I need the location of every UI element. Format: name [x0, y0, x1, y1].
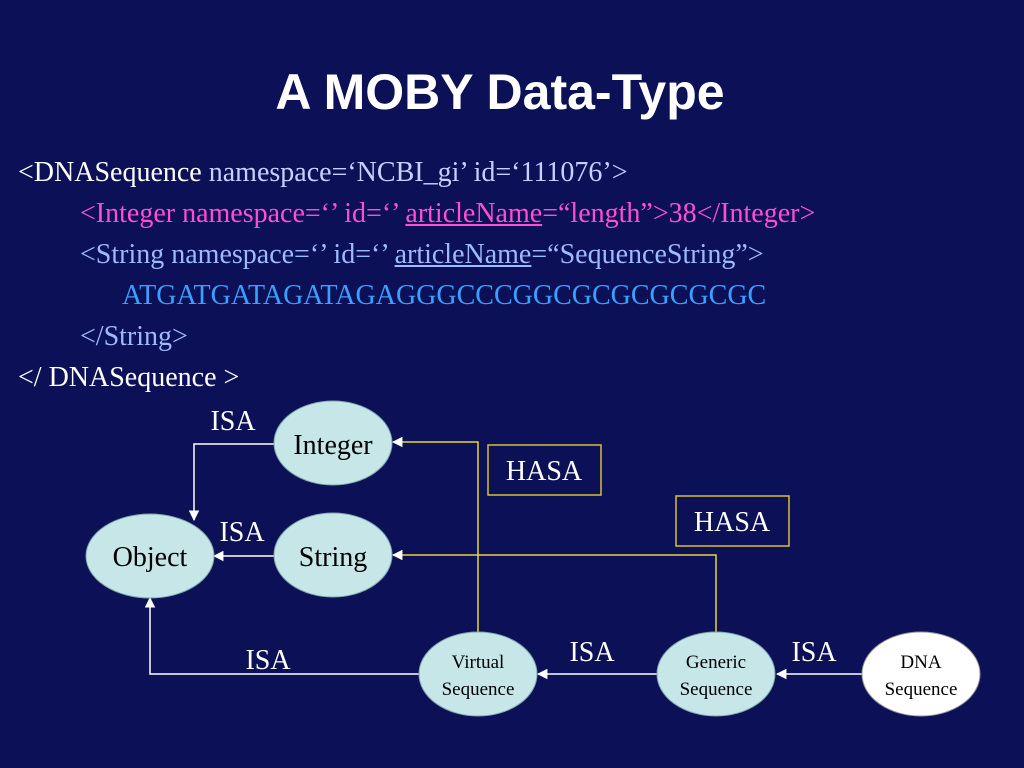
string-tag-end: =“SequenceString”>: [531, 239, 764, 270]
code-line-1: <DNASequence namespace=‘NCBI_gi’ id=‘111…: [18, 156, 628, 190]
generic-sequence-label-2: Sequence: [680, 679, 753, 700]
integer-tag-start: <Integer namespace=‘’ id=‘’: [80, 198, 406, 229]
integer-node: Integer: [273, 400, 393, 486]
object-node-label: Object: [113, 542, 188, 573]
isa-virtual-object-arrow: [144, 596, 420, 675]
hasa-virtual-integer-arrow: [391, 436, 479, 632]
hasa-box-1: [487, 444, 602, 496]
integer-tag-end: =“length”>38</Integer>: [542, 198, 816, 229]
dnasequence-open-tag: <DNASequence: [18, 157, 202, 188]
virtual-sequence-node: Virtual Sequence: [418, 631, 538, 717]
slide-title: A MOBY Data-Type: [275, 64, 725, 120]
isa-label-virtual: ISA: [245, 645, 291, 676]
hasa-box-2: [675, 495, 790, 547]
dnasequence-attributes: namespace=‘NCBI_gi’ id=‘111076’>: [201, 157, 628, 188]
integer-articlename-attr: articleName: [405, 198, 543, 229]
dna-sequence-label-1: DNA: [900, 652, 941, 673]
dna-sequence-label-2: Sequence: [885, 679, 958, 700]
dna-sequence-node: DNA Sequence: [861, 631, 981, 717]
virtual-sequence-label-1: Virtual: [452, 652, 505, 673]
code-line-5: </String>: [80, 321, 188, 352]
string-tag-start: <String namespace=‘’ id=‘’: [80, 239, 395, 270]
string-node-label: String: [299, 542, 367, 573]
virtual-sequence-label-2: Sequence: [442, 679, 515, 700]
generic-sequence-label-1: Generic: [686, 652, 746, 673]
hasa-label-2: HASA: [694, 507, 771, 538]
hasa-generic-string-arrow: [391, 549, 717, 632]
hasa-label-1: HASA: [506, 456, 583, 487]
code-line-2: <Integer namespace=‘’ id=‘’ articleName=…: [80, 197, 815, 231]
isa-label-generic: ISA: [569, 637, 615, 668]
code-line-4-sequence: ATGATGATAGATAGAGGGCCCGGCGCGCGCGCGC: [122, 280, 767, 311]
code-line-6: </ DNASequence >: [18, 362, 240, 393]
isa-integer-object-arrow: [188, 443, 274, 522]
string-node: String: [273, 512, 393, 598]
isa-label-integer: ISA: [210, 406, 256, 437]
integer-node-label: Integer: [293, 430, 373, 461]
string-articlename-attr: articleName: [394, 239, 532, 270]
generic-sequence-node: Generic Sequence: [656, 631, 776, 717]
isa-label-dna: ISA: [791, 637, 837, 668]
code-line-3: <String namespace=‘’ id=‘’ articleName=“…: [80, 238, 764, 272]
object-node: Object: [85, 513, 215, 599]
isa-label-string: ISA: [219, 517, 265, 548]
